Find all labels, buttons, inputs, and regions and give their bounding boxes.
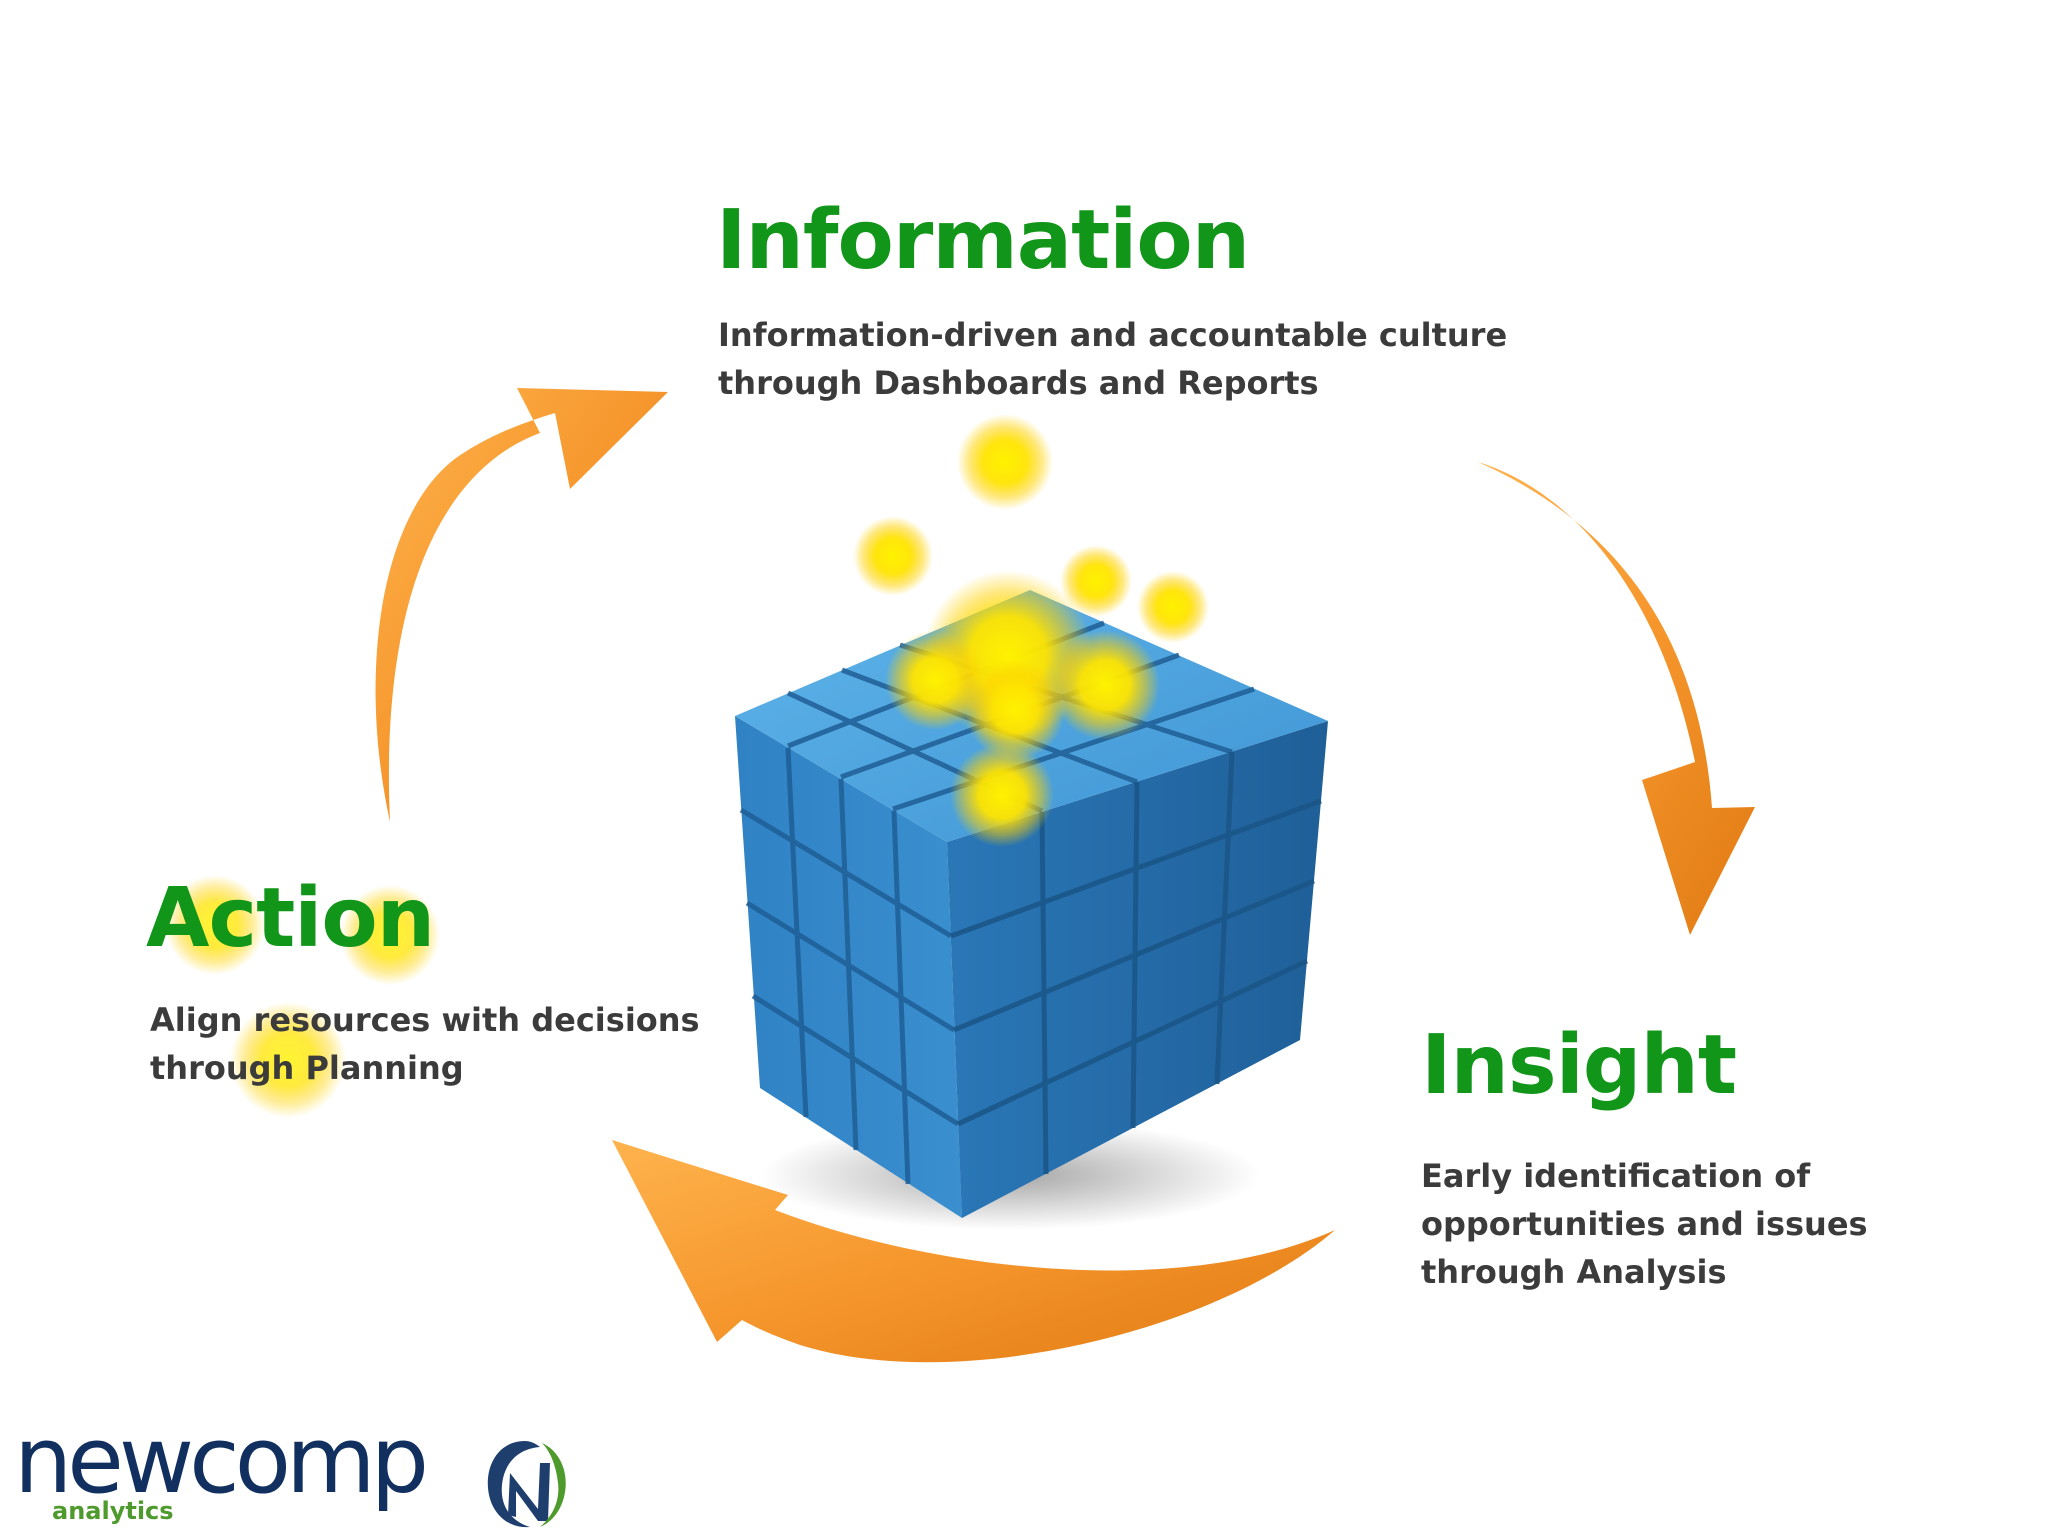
cycle-arrow-bottom-icon (612, 1140, 1335, 1363)
cycle-arrow-top-right-icon (1478, 462, 1755, 935)
information-description: Information-driven and accountable cultu… (718, 311, 1507, 407)
information-description-line: Information-driven and accountable cultu… (718, 316, 1508, 354)
newcomp-n-mark-icon (487, 1441, 566, 1528)
insight-description: Early identification of opportunities an… (1421, 1152, 1868, 1296)
logo-tagline: analytics (52, 1497, 174, 1525)
newcomp-logo: newcomp analytics (14, 1415, 574, 1536)
insight-heading: Insight (1421, 1018, 1737, 1113)
insight-description-line: opportunities and issues (1421, 1205, 1868, 1243)
insight-description-line: through Analysis (1421, 1253, 1727, 1291)
action-description: Align resources with decisions through P… (150, 996, 700, 1092)
information-heading: Information (716, 193, 1250, 288)
action-heading: Action (146, 871, 435, 966)
cycle-arrow-top-left-icon (375, 388, 668, 822)
information-description-line: through Dashboards and Reports (718, 364, 1319, 402)
action-description-line: through Planning (150, 1049, 464, 1087)
action-description-line: Align resources with decisions (150, 1001, 700, 1039)
glowing-orbs-icon (165, 414, 1209, 1118)
logo-wordmark: newcomp (14, 1407, 429, 1514)
insight-description-line: Early identification of (1421, 1157, 1811, 1195)
